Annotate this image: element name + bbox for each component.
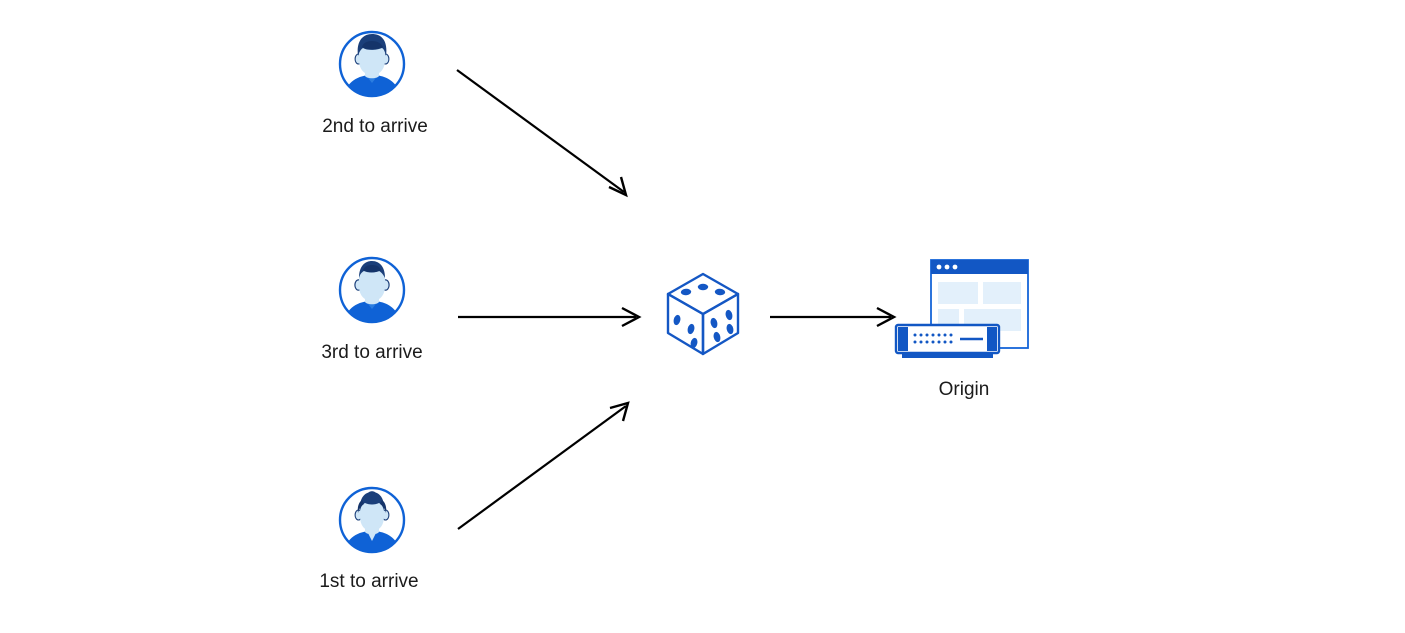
client-3rd-avatar[interactable] xyxy=(337,255,407,325)
dice-icon xyxy=(666,272,740,356)
user-avatar-icon xyxy=(338,30,406,98)
randomizer-dice[interactable] xyxy=(664,271,742,357)
client-2nd-avatar[interactable] xyxy=(337,29,407,99)
arrow-2nd-to-dice xyxy=(456,69,628,198)
origin-label: Origin xyxy=(938,379,990,400)
server-appliance-icon xyxy=(894,323,1001,358)
user-avatar-icon xyxy=(338,486,406,554)
origin-server[interactable] xyxy=(890,255,1035,365)
client-3rd-label: 3rd to arrive xyxy=(321,342,423,363)
origin-server-icon xyxy=(894,259,1029,358)
client-2nd-label: 2nd to arrive xyxy=(322,116,428,137)
arrow-3rd-to-dice xyxy=(458,306,642,328)
client-1st-avatar[interactable] xyxy=(337,485,407,555)
arrow-dice-to-origin xyxy=(770,306,897,328)
client-1st-label: 1st to arrive xyxy=(319,571,419,592)
arrow-1st-to-dice xyxy=(457,401,630,530)
user-avatar-icon xyxy=(338,256,406,324)
